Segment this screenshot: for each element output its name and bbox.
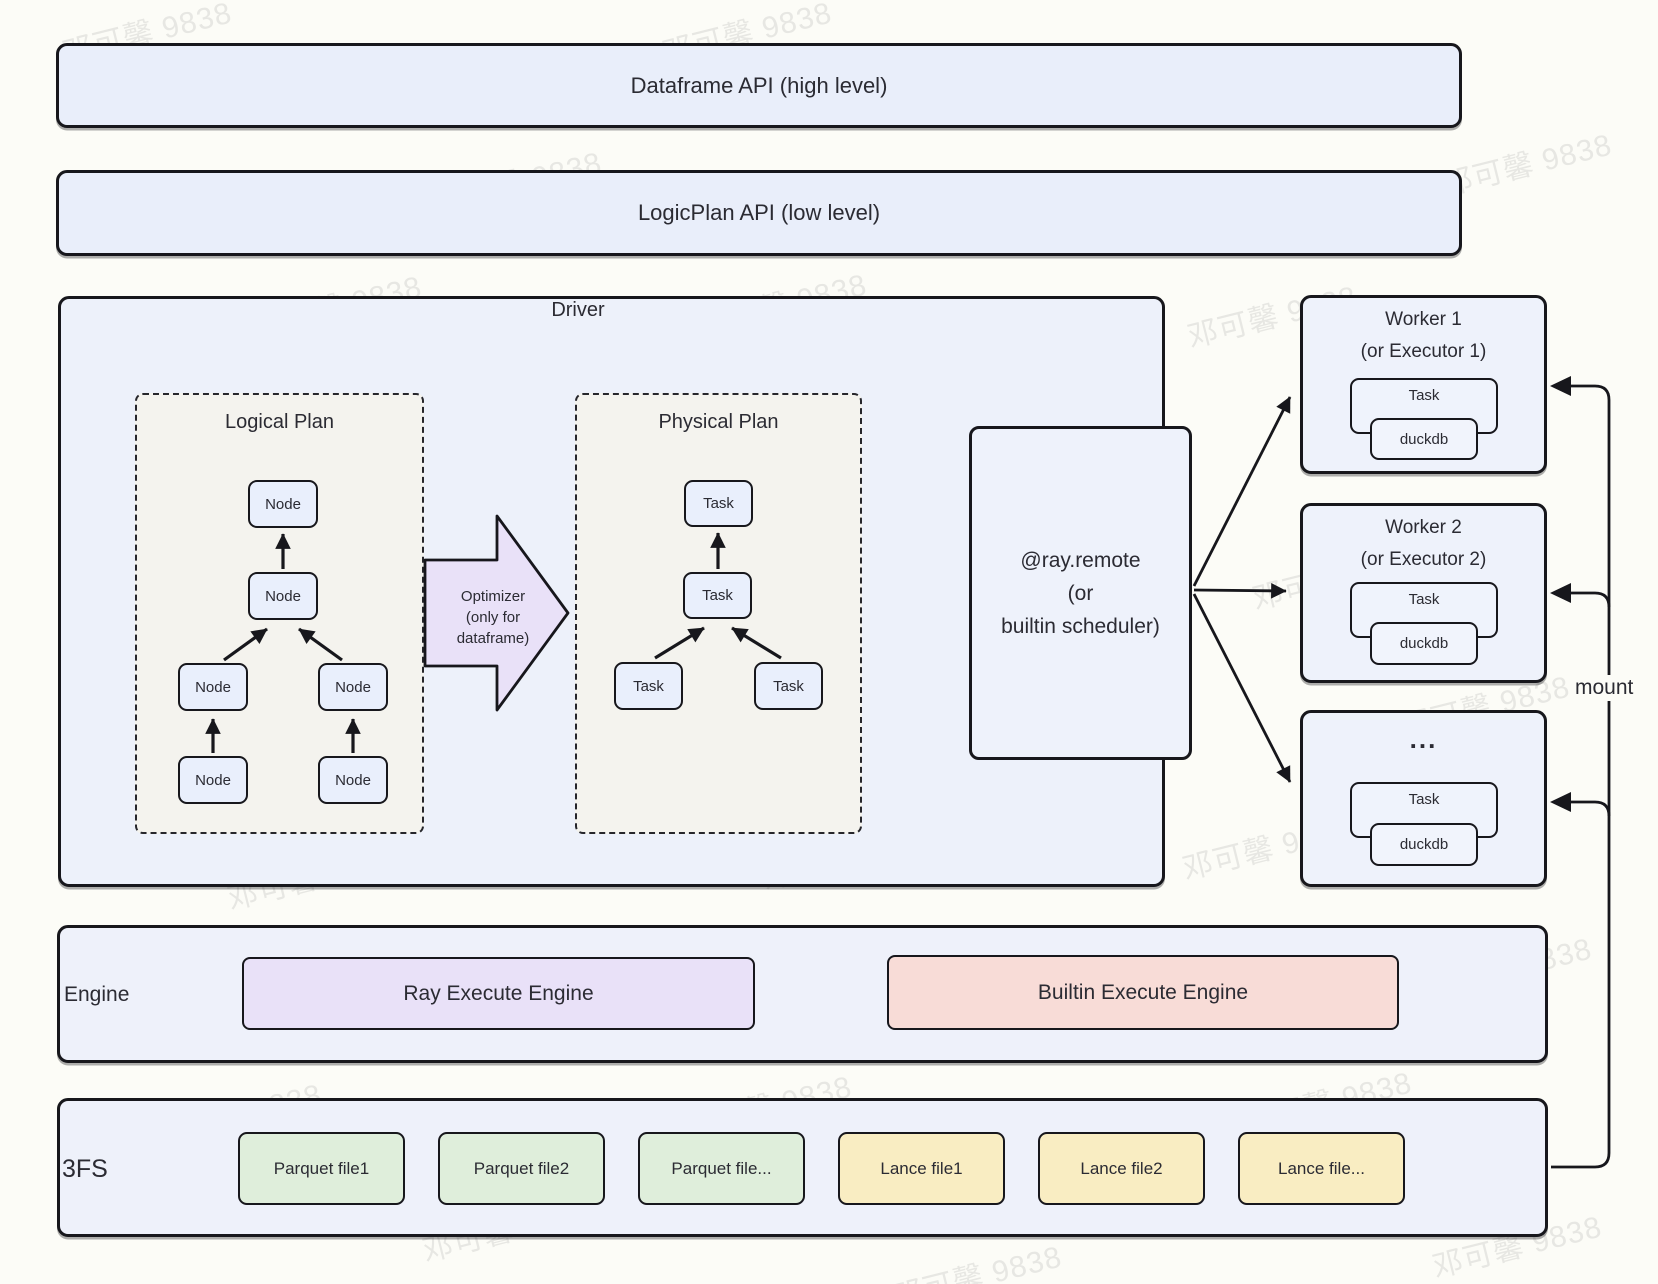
lance-file-n-box: Lance file... — [1238, 1132, 1405, 1205]
parquet-file-2-box: Parquet file2 — [438, 1132, 605, 1205]
logical-plan-arrows — [205, 533, 361, 753]
dataframe-api-box: Dataframe API (high level) — [56, 43, 1462, 128]
driver-title: Driver — [551, 299, 605, 321]
logical-node: Node — [318, 663, 388, 711]
storage-row-label: 3FS — [62, 1155, 108, 1183]
mount-line — [1551, 384, 1611, 1169]
builtin-execute-engine-box: Builtin Execute Engine — [887, 955, 1399, 1030]
parquet-file-n-box: Parquet file... — [638, 1132, 805, 1205]
ray-execute-engine-box: Ray Execute Engine — [242, 957, 755, 1030]
mount-arrowheads — [1550, 376, 1571, 812]
optimizer-arrow — [423, 514, 570, 712]
optimizer-label: Optimizer (only for dataframe) — [456, 588, 530, 647]
parquet-file-1-box: Parquet file1 — [238, 1132, 405, 1205]
logical-node: Node — [178, 756, 248, 804]
logical-node: Node — [248, 480, 318, 528]
physical-task: Task — [684, 480, 753, 527]
physical-task: Task — [754, 662, 823, 710]
worker-2-title: Worker 2 — [1385, 517, 1462, 538]
logicplan-api-box: LogicPlan API (low level) — [56, 170, 1462, 256]
scheduler-box: @ray.remote (or builtin scheduler) — [969, 426, 1192, 760]
physical-task: Task — [614, 662, 683, 710]
logical-node: Node — [318, 756, 388, 804]
physical-plan-title: Physical Plan — [658, 411, 779, 433]
logicplan-api-label: LogicPlan API (low level) — [637, 200, 881, 225]
physical-plan-arrows — [654, 532, 782, 660]
worker-n-title: ... — [1409, 724, 1438, 754]
engine-row-label: Engine — [64, 983, 130, 1006]
worker-1-duckdb: duckdb — [1370, 418, 1478, 460]
mount-label: mount — [1570, 675, 1639, 701]
physical-task: Task — [683, 572, 752, 619]
logical-plan-title: Logical Plan — [225, 411, 334, 433]
worker-2-subtitle: (or Executor 2) — [1360, 549, 1487, 570]
scheduler-label: @ray.remote (or builtin scheduler) — [1001, 548, 1160, 638]
scheduler-fanout-arrows — [1192, 396, 1292, 783]
logical-node: Node — [248, 572, 318, 620]
worker-2-duckdb: duckdb — [1370, 622, 1478, 665]
worker-1-subtitle: (or Executor 1) — [1360, 341, 1487, 362]
worker-1-title: Worker 1 — [1385, 309, 1462, 330]
lance-file-2-box: Lance file2 — [1038, 1132, 1205, 1205]
worker-n-duckdb: duckdb — [1370, 823, 1478, 866]
logical-node: Node — [178, 663, 248, 711]
dataframe-api-label: Dataframe API (high level) — [630, 72, 888, 98]
lance-file-1-box: Lance file1 — [838, 1132, 1005, 1205]
